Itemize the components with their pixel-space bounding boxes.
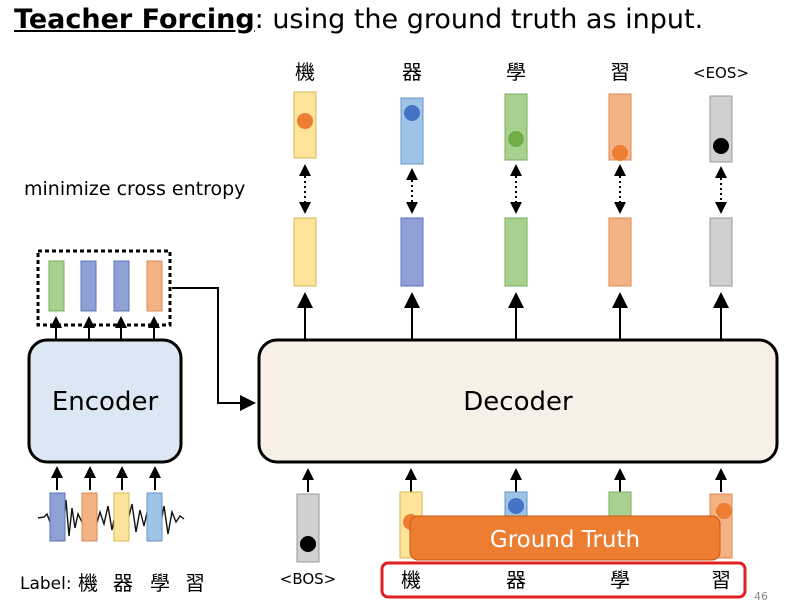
output-token-2: 器 <box>402 60 422 84</box>
target-dot-5 <box>713 138 729 154</box>
target-dot-2 <box>404 105 420 121</box>
loss-label: minimize cross entropy <box>24 178 245 200</box>
decoder-output-2 <box>400 217 424 287</box>
output-token-1: 機 <box>295 60 315 84</box>
target-dot-4 <box>612 145 628 161</box>
decoder-box <box>257 338 779 464</box>
output-token-3: 學 <box>506 60 526 84</box>
target-dot-3 <box>508 131 524 147</box>
input-token-3: 學 <box>610 568 630 592</box>
ground-truth-highlight <box>380 561 747 599</box>
decoder-output-5 <box>709 217 733 287</box>
bos-dot <box>300 536 316 552</box>
encoder-output-box <box>36 249 172 327</box>
encoder-output-2 <box>80 260 97 312</box>
input-token-4: 習 <box>711 568 731 592</box>
decoder-input-dot-2 <box>508 498 524 514</box>
label-char-3: 學 <box>150 571 170 595</box>
decoder-label: Decoder <box>463 387 573 417</box>
decoder-input-dot-4 <box>716 503 732 519</box>
encoder-output-3 <box>113 260 130 312</box>
encoder-label: Encoder <box>52 387 159 417</box>
target-dot-1 <box>297 113 313 129</box>
decoder-output-1 <box>293 217 317 287</box>
input-token-2: 器 <box>506 568 526 592</box>
encoder-output-1 <box>48 260 65 312</box>
output-token-4: 習 <box>610 60 630 84</box>
page-number: 46 <box>754 590 768 603</box>
output-token-5: <EOS> <box>693 64 749 82</box>
input-token-1: 機 <box>401 568 421 592</box>
title-bold: Teacher Forcing <box>14 4 255 35</box>
label-char-4: 習 <box>185 571 205 595</box>
label-char-2: 器 <box>113 571 133 595</box>
ground-truth-label: Ground Truth <box>490 527 640 553</box>
input-token-bos: <BOS> <box>280 570 337 588</box>
encoder-box <box>27 338 183 464</box>
encoder-output-4 <box>146 260 163 312</box>
page-title: Teacher Forcing: using the ground truth … <box>14 4 703 35</box>
encoder-input-3 <box>113 492 130 542</box>
encoder-input-4 <box>146 492 163 542</box>
title-rest: : using the ground truth as input. <box>254 4 704 35</box>
decoder-output-4 <box>608 217 632 287</box>
encoder-input-1 <box>49 492 66 542</box>
target-distribution-3 <box>504 93 528 161</box>
ground-truth-banner <box>409 515 721 561</box>
label-prefix: Label: <box>20 574 72 594</box>
encoder-input-2 <box>81 492 98 542</box>
encoder-to-decoder-arrow <box>172 287 256 411</box>
decoder-output-3 <box>504 217 528 287</box>
label-char-1: 機 <box>78 571 98 595</box>
